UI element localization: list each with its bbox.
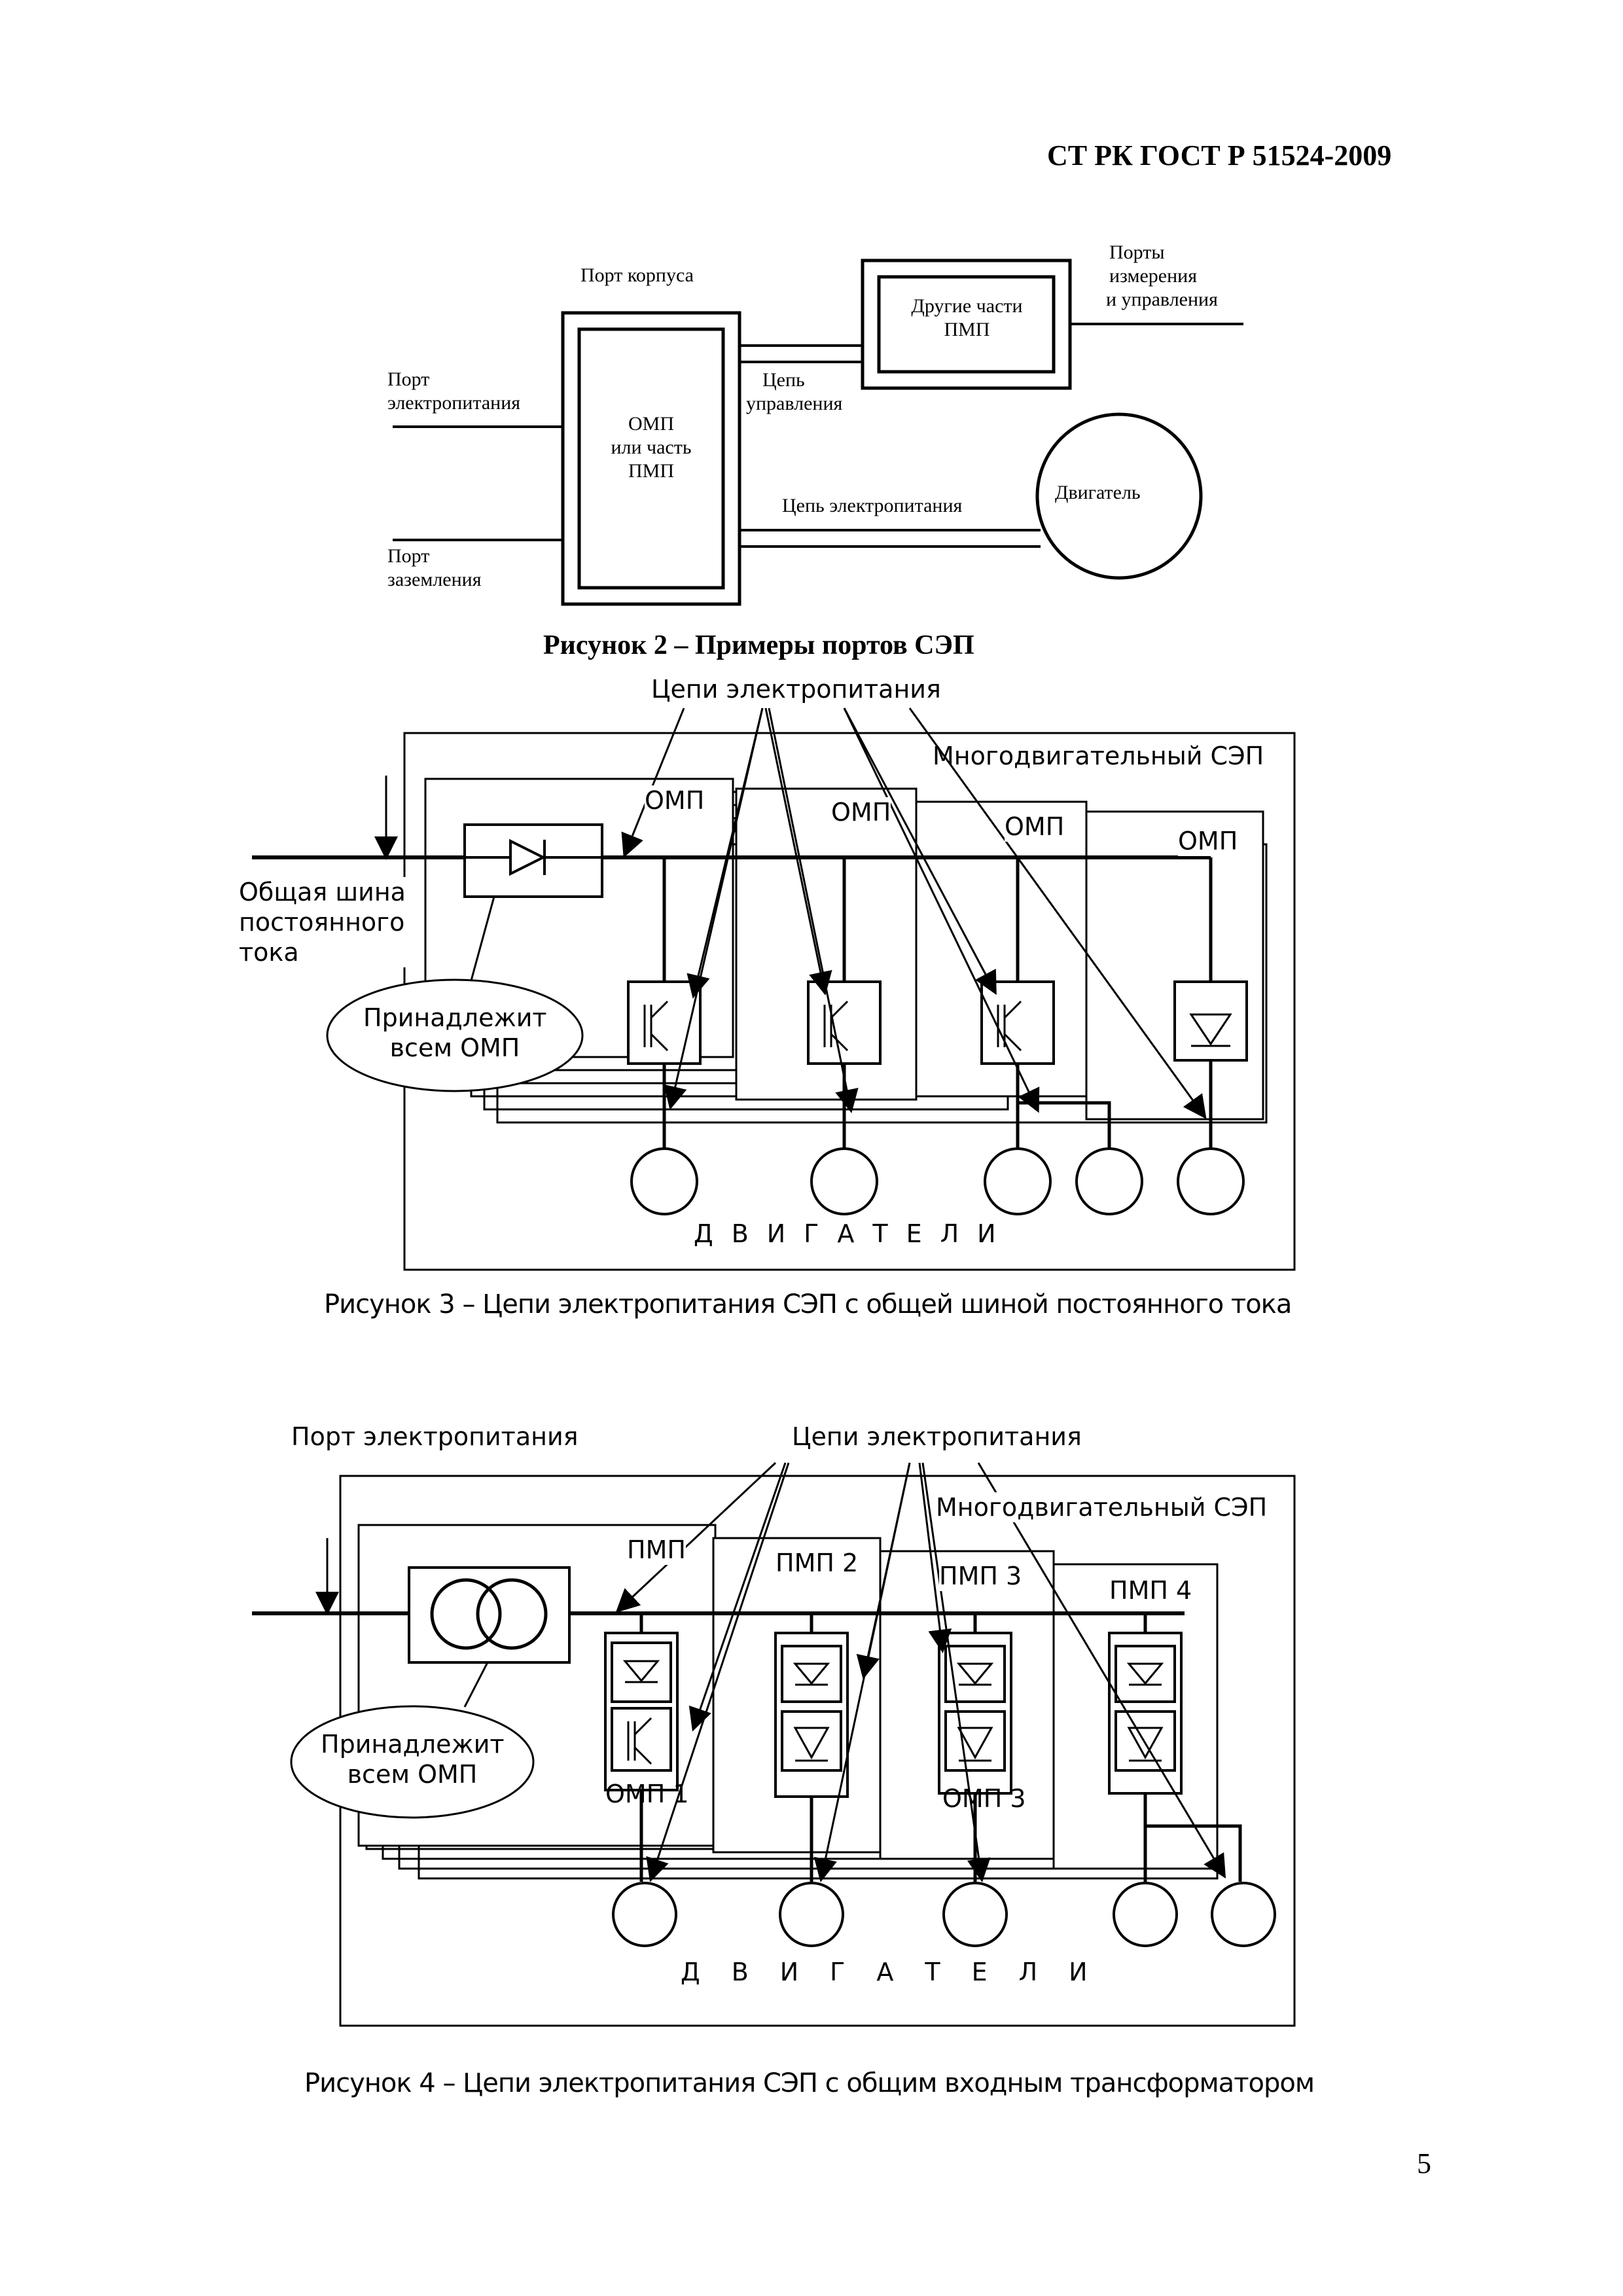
- label-line: или часть: [611, 437, 692, 458]
- label-power-circuits: Цепи электропитания: [792, 1422, 1082, 1451]
- motor-4: [1075, 1147, 1143, 1215]
- label-power-port: Порт электропитания: [387, 368, 520, 415]
- label-line: Порт: [387, 545, 430, 567]
- label-power-circuits: Цепи электропитания: [651, 675, 941, 704]
- converter-4: [1173, 980, 1248, 1062]
- label-omp1: ОМП 1: [605, 1780, 689, 1808]
- page-number: 5: [1417, 2147, 1431, 2179]
- motor-2: [810, 1147, 878, 1215]
- label-motors: ДВИГАТЕЛИ: [681, 1958, 1119, 1986]
- label-omp-4: ОМП: [1178, 826, 1238, 856]
- label-dc-bus: Общая шина постоянного тока: [239, 877, 406, 967]
- label-motors: ДВИГАТЕЛИ: [694, 1219, 1014, 1248]
- label-measure-ports: Порты измерения и управления: [1106, 241, 1218, 312]
- label-pmp3: ПМП 3: [939, 1561, 1022, 1591]
- label-line: Общая шина: [239, 878, 406, 906]
- motor-3: [984, 1147, 1052, 1215]
- transformer-block: [408, 1566, 571, 1664]
- label-control-circuit: Цепь управления: [746, 368, 842, 416]
- label-pmp4: ПМП 4: [1109, 1575, 1192, 1605]
- label-power-port: Порт электропитания: [291, 1422, 579, 1451]
- motor-2: [779, 1882, 844, 1947]
- label-line: измерения: [1109, 265, 1198, 287]
- belongs-ellipse: [326, 978, 584, 1092]
- label-line: управления: [746, 393, 843, 414]
- label-line: Цепь: [762, 369, 805, 391]
- figure-2-caption: Рисунок 2 – Примеры портов СЭП: [543, 630, 974, 660]
- label-line: Порты: [1109, 242, 1165, 263]
- label-omp-block: ОМП или часть ПМП: [579, 412, 723, 483]
- figure-4-caption: Рисунок 4 – Цепи электропитания СЭП с об…: [304, 2068, 1315, 2098]
- label-line: заземления: [387, 569, 482, 590]
- enclosure-port-outline: [561, 311, 741, 606]
- label-power-circuit: Цепь электропитания: [782, 495, 963, 516]
- label-pmp2: ПМП 2: [776, 1548, 859, 1578]
- label-pmp: ПМП: [627, 1535, 686, 1565]
- omp-block: [577, 327, 725, 590]
- motor-5: [1177, 1147, 1245, 1215]
- label-line: Принадлежит: [321, 1730, 505, 1759]
- motor-4: [1113, 1882, 1178, 1947]
- label-omp-3: ОМП: [1005, 812, 1065, 842]
- label-line: Другие части: [911, 295, 1023, 317]
- label-motor: Двигатель: [1055, 482, 1141, 503]
- motor-1: [630, 1147, 698, 1215]
- motor-1: [612, 1882, 677, 1947]
- label-omp-1: ОМП: [645, 785, 705, 816]
- label-belongs: Принадлежит всем ОМП: [321, 1729, 505, 1789]
- label-line: ПМП: [628, 460, 674, 482]
- other-parts-block: [877, 275, 1056, 374]
- figure-3-caption: Рисунок 3 – Цепи электропитания СЭП с об…: [324, 1289, 1292, 1319]
- motor-circle: [1035, 412, 1203, 580]
- label-multi-motor: Многодвигательный СЭП: [936, 1492, 1268, 1522]
- label-belongs: Принадлежит всем ОМП: [363, 1003, 547, 1063]
- label-enclosure-port: Порт корпуса: [580, 264, 694, 286]
- document-header: СТ РК ГОСТ Р 51524-2009: [1047, 139, 1392, 171]
- label-line: электропитания: [387, 392, 521, 414]
- figure-3-diagram: [252, 708, 1296, 1271]
- label-omp3: ОМП 3: [942, 1784, 1026, 1813]
- label-line: ОМП: [628, 413, 674, 435]
- label-multi-motor: Многодвигательный СЭП: [933, 742, 1264, 770]
- label-line: тока: [239, 938, 299, 967]
- figure-2-diagram: [393, 259, 1243, 606]
- label-line: ПМП: [944, 319, 990, 340]
- label-line: всем ОМП: [347, 1760, 478, 1789]
- label-line: постоянного: [239, 908, 405, 937]
- label-line: Порт: [387, 368, 430, 390]
- label-ground-port: Порт заземления: [387, 545, 482, 592]
- label-line: Принадлежит: [363, 1003, 547, 1032]
- label-line: и управления: [1106, 289, 1218, 310]
- belongs-ellipse: [290, 1705, 535, 1819]
- inverter-3: [980, 980, 1055, 1065]
- label-omp-2: ОМП: [831, 797, 891, 827]
- motor-3: [942, 1882, 1008, 1947]
- label-other-parts: Другие части ПМП: [897, 295, 1037, 342]
- figure-4-diagram: [252, 1462, 1296, 2027]
- label-line: всем ОМП: [389, 1033, 520, 1062]
- motor-5: [1211, 1882, 1276, 1947]
- inverter-2: [807, 980, 882, 1065]
